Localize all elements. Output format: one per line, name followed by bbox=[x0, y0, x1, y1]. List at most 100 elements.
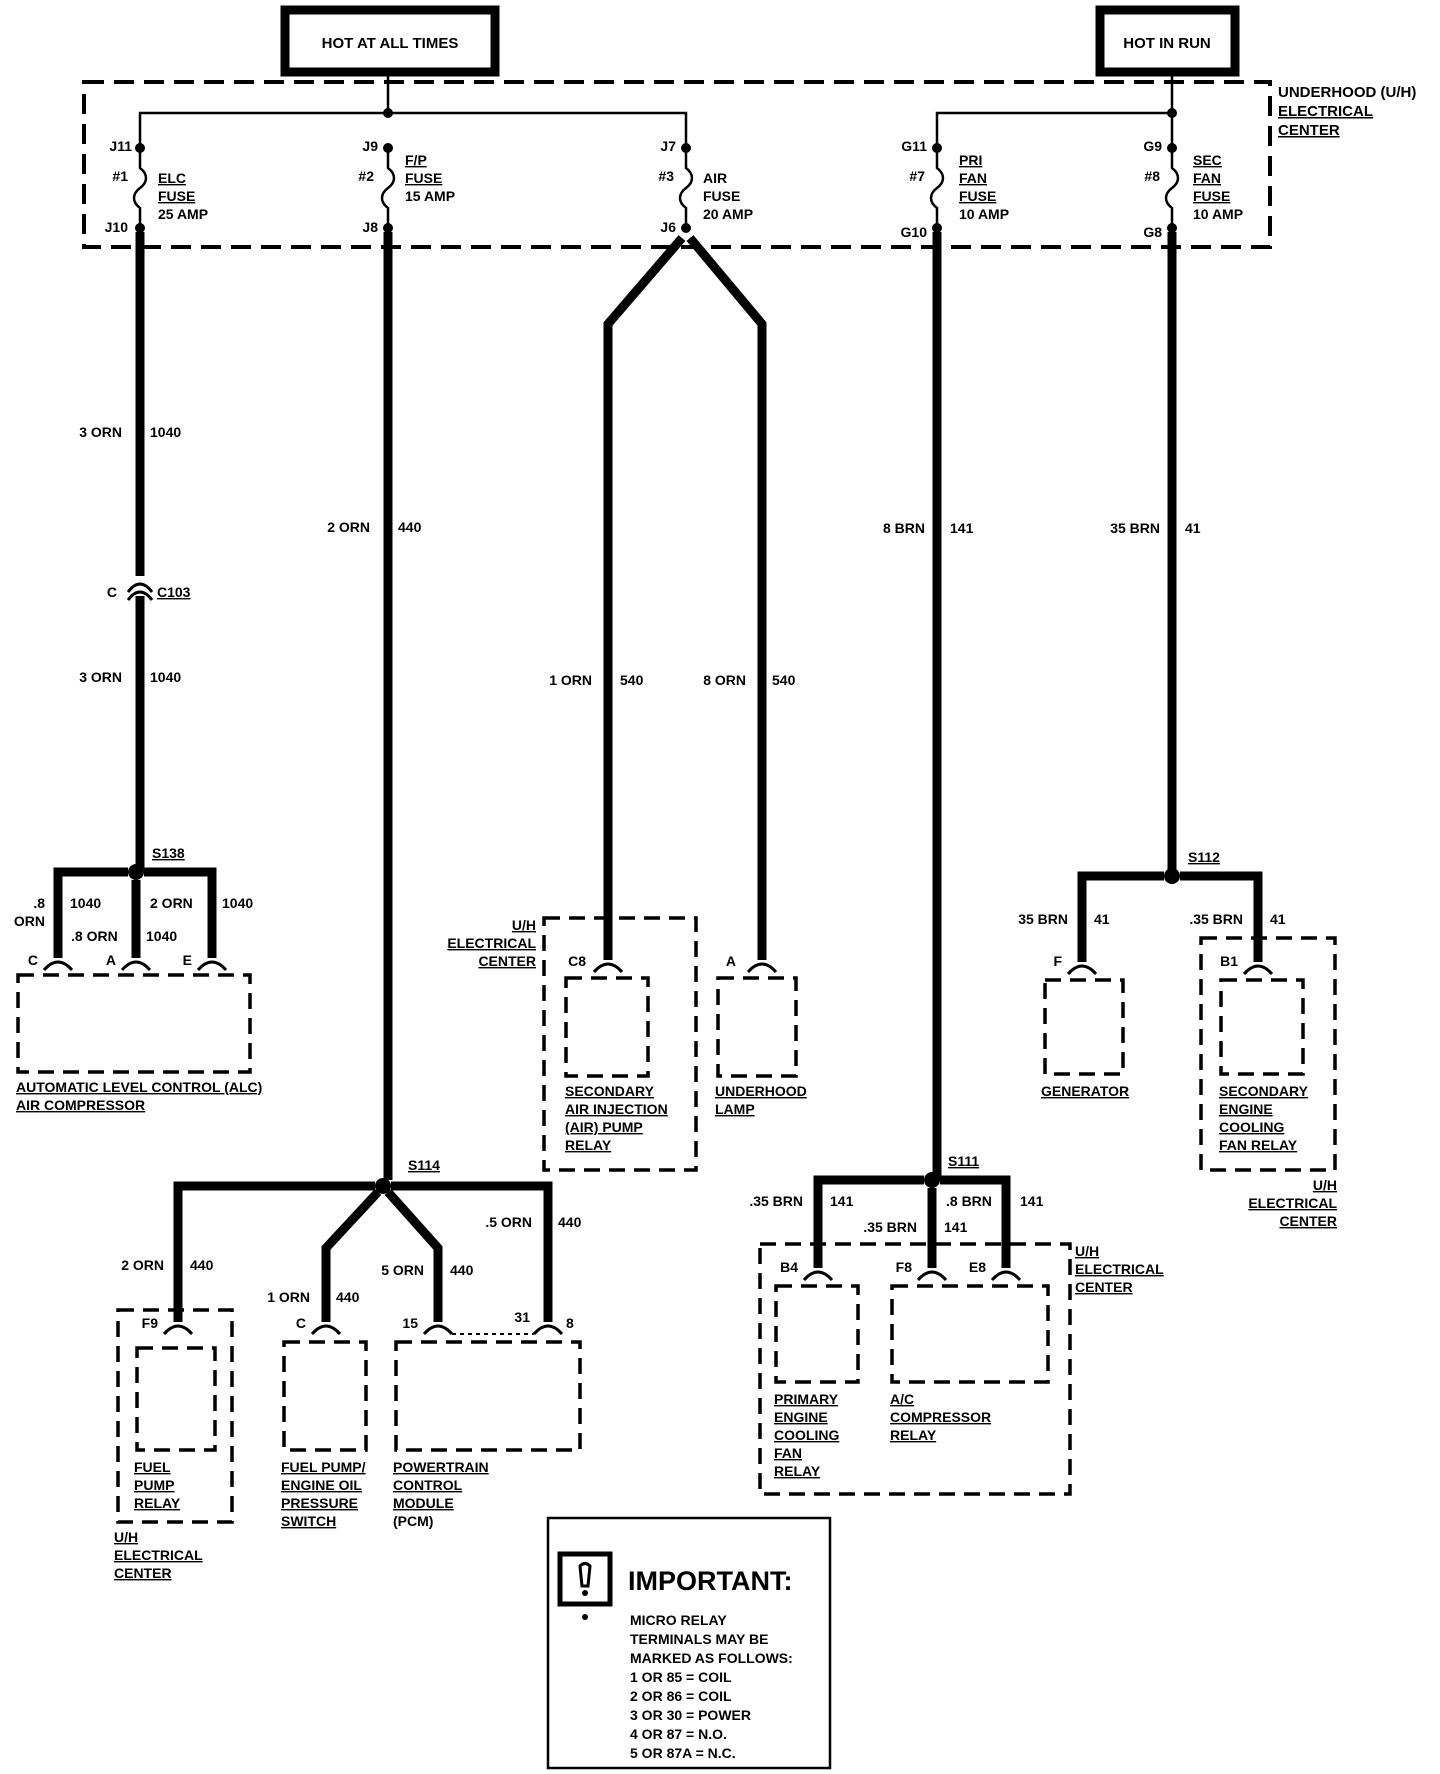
svg-text:B1: B1 bbox=[1220, 953, 1238, 969]
svg-text:ELECTRICAL: ELECTRICAL bbox=[114, 1547, 203, 1563]
svg-text:15 AMP: 15 AMP bbox=[405, 188, 455, 204]
svg-text:AIR INJECTION: AIR INJECTION bbox=[565, 1101, 668, 1117]
svg-text:F8: F8 bbox=[896, 1259, 913, 1275]
svg-text:UNDERHOOD: UNDERHOOD bbox=[715, 1083, 807, 1099]
svg-text:FAN RELAY: FAN RELAY bbox=[1219, 1137, 1298, 1153]
svg-text:1040: 1040 bbox=[150, 424, 181, 440]
svg-text:440: 440 bbox=[190, 1257, 214, 1273]
svg-text:S111: S111 bbox=[948, 1153, 979, 1169]
svg-text:141: 141 bbox=[830, 1193, 854, 1209]
svg-text:ELECTRICAL: ELECTRICAL bbox=[447, 935, 536, 951]
svg-text:141: 141 bbox=[944, 1219, 968, 1235]
svg-text:J8: J8 bbox=[362, 219, 378, 235]
wire-540: 1 ORN 540 8 ORN 540 bbox=[549, 235, 796, 960]
svg-text:3 ORN: 3 ORN bbox=[79, 669, 122, 685]
svg-text:540: 540 bbox=[772, 672, 796, 688]
underhood-lamp bbox=[716, 976, 798, 1078]
underhood-center-box bbox=[82, 80, 1272, 249]
svg-text:FUEL: FUEL bbox=[134, 1459, 171, 1475]
svg-text:J9: J9 bbox=[362, 138, 378, 154]
svg-text:20 AMP: 20 AMP bbox=[703, 206, 753, 222]
svg-text:MICRO RELAY: MICRO RELAY bbox=[630, 1612, 727, 1628]
svg-text:AUTOMATIC LEVEL CONTROL (ALC): AUTOMATIC LEVEL CONTROL (ALC) bbox=[16, 1079, 262, 1095]
svg-text:J10: J10 bbox=[105, 219, 129, 235]
svg-text:E: E bbox=[183, 952, 192, 968]
svg-text:RELAY: RELAY bbox=[565, 1137, 612, 1153]
svg-text:440: 440 bbox=[450, 1262, 474, 1278]
svg-text:ORN: ORN bbox=[14, 913, 45, 929]
underhood-lamp-label: UNDERHOOD LAMP bbox=[715, 1083, 807, 1117]
svg-text:HOT IN RUN: HOT IN RUN bbox=[1123, 35, 1211, 52]
svg-text:PRI: PRI bbox=[959, 152, 982, 168]
svg-text:S114: S114 bbox=[408, 1157, 440, 1173]
svg-text:1 OR 85 = COIL: 1 OR 85 = COIL bbox=[630, 1669, 732, 1685]
svg-text:FAN: FAN bbox=[1193, 170, 1221, 186]
svg-text:CENTER: CENTER bbox=[478, 953, 536, 969]
svg-text:3 OR 30 = POWER: 3 OR 30 = POWER bbox=[630, 1707, 751, 1723]
svg-text:8 ORN: 8 ORN bbox=[703, 672, 746, 688]
svg-text:(PCM): (PCM) bbox=[393, 1513, 433, 1529]
air-pump-relay bbox=[564, 976, 650, 1078]
svg-text:540: 540 bbox=[620, 672, 644, 688]
sec-fan-relay-uh-label: U/H ELECTRICAL CENTER bbox=[1248, 1177, 1337, 1229]
svg-text:1040: 1040 bbox=[222, 895, 253, 911]
connector-c103: C C103 bbox=[107, 584, 191, 600]
wire-1040: 3 ORN 1040 3 ORN 1040 bbox=[79, 232, 181, 870]
svg-text:AIR: AIR bbox=[703, 170, 727, 186]
splice-s138: S138 bbox=[128, 845, 185, 880]
svg-text:A/C: A/C bbox=[890, 1391, 914, 1407]
air-pump-relay-uh-box bbox=[542, 916, 698, 1172]
svg-text:FUSE: FUSE bbox=[959, 188, 996, 204]
svg-text:G11: G11 bbox=[901, 138, 927, 154]
ac-relay-uh-label: U/H ELECTRICAL CENTER bbox=[1075, 1243, 1164, 1295]
svg-text:41: 41 bbox=[1094, 911, 1110, 927]
svg-text:HOT AT ALL TIMES: HOT AT ALL TIMES bbox=[322, 35, 459, 52]
svg-text:RELAY: RELAY bbox=[774, 1463, 821, 1479]
svg-text:FUSE: FUSE bbox=[1193, 188, 1230, 204]
svg-text:SECONDARY: SECONDARY bbox=[565, 1083, 655, 1099]
svg-text:FAN: FAN bbox=[959, 170, 987, 186]
svg-text:ENGINE: ENGINE bbox=[1219, 1101, 1273, 1117]
svg-text:C: C bbox=[296, 1315, 306, 1331]
svg-text:#1: #1 bbox=[112, 168, 128, 184]
svg-text:MODULE: MODULE bbox=[393, 1495, 454, 1511]
svg-text:1040: 1040 bbox=[146, 928, 177, 944]
splice-s112: S112 bbox=[1164, 849, 1220, 884]
svg-text:UNDERHOOD (U/H): UNDERHOOD (U/H) bbox=[1278, 84, 1416, 101]
fuse-sec-fan: G9 #8 G8 SEC FAN FUSE 10 AMP bbox=[1143, 138, 1243, 240]
svg-text:CENTER: CENTER bbox=[114, 1565, 172, 1581]
svg-text:A: A bbox=[726, 953, 736, 969]
pcm-wire-labels: 5 ORN 440 .5 ORN 440 bbox=[381, 1214, 581, 1278]
svg-text:S112: S112 bbox=[1188, 849, 1220, 865]
ac-relay-uh-box bbox=[758, 1242, 1072, 1496]
sec-fan-relay-wire-labels: .35 BRN 41 bbox=[1189, 911, 1285, 927]
svg-text:5 OR 87A = N.C.: 5 OR 87A = N.C. bbox=[630, 1745, 736, 1761]
svg-text:141: 141 bbox=[1020, 1193, 1044, 1209]
alc-label: AUTOMATIC LEVEL CONTROL (ALC) AIR COMPRE… bbox=[16, 1079, 262, 1113]
svg-text:U/H: U/H bbox=[512, 917, 536, 933]
pri-fan-relay-label: PRIMARY ENGINE COOLING FAN RELAY bbox=[774, 1391, 839, 1479]
svg-text:RELAY: RELAY bbox=[134, 1495, 181, 1511]
svg-text:U/H: U/H bbox=[114, 1529, 138, 1545]
air-pump-relay-label: SECONDARY AIR INJECTION (AIR) PUMP RELAY bbox=[565, 1083, 668, 1153]
svg-text:TERMINALS MAY BE: TERMINALS MAY BE bbox=[630, 1631, 768, 1647]
svg-text:.35 BRN: .35 BRN bbox=[749, 1193, 803, 1209]
svg-text:U/H: U/H bbox=[1075, 1243, 1099, 1259]
svg-text:ELC: ELC bbox=[158, 170, 186, 186]
svg-text:#3: #3 bbox=[658, 168, 674, 184]
svg-text:F/P: F/P bbox=[405, 152, 427, 168]
svg-text:J11: J11 bbox=[109, 138, 132, 154]
svg-text:MARKED AS FOLLOWS:: MARKED AS FOLLOWS: bbox=[630, 1650, 793, 1666]
svg-text:C8: C8 bbox=[568, 953, 586, 969]
svg-text:F9: F9 bbox=[142, 1315, 159, 1331]
svg-text:ELECTRICAL: ELECTRICAL bbox=[1248, 1195, 1337, 1211]
svg-text:10 AMP: 10 AMP bbox=[1193, 206, 1243, 222]
svg-text:PRIMARY: PRIMARY bbox=[774, 1391, 839, 1407]
fuel-pump-relay-uh-label: U/H ELECTRICAL CENTER bbox=[114, 1529, 203, 1581]
svg-text:SEC: SEC bbox=[1193, 152, 1222, 168]
oil-pressure-switch bbox=[282, 1340, 368, 1452]
svg-text:G10: G10 bbox=[901, 224, 928, 240]
svg-text:(AIR) PUMP: (AIR) PUMP bbox=[565, 1119, 643, 1135]
svg-text:ENGINE OIL: ENGINE OIL bbox=[281, 1477, 362, 1493]
wire-41: 35 BRN 41 bbox=[1110, 232, 1201, 870]
